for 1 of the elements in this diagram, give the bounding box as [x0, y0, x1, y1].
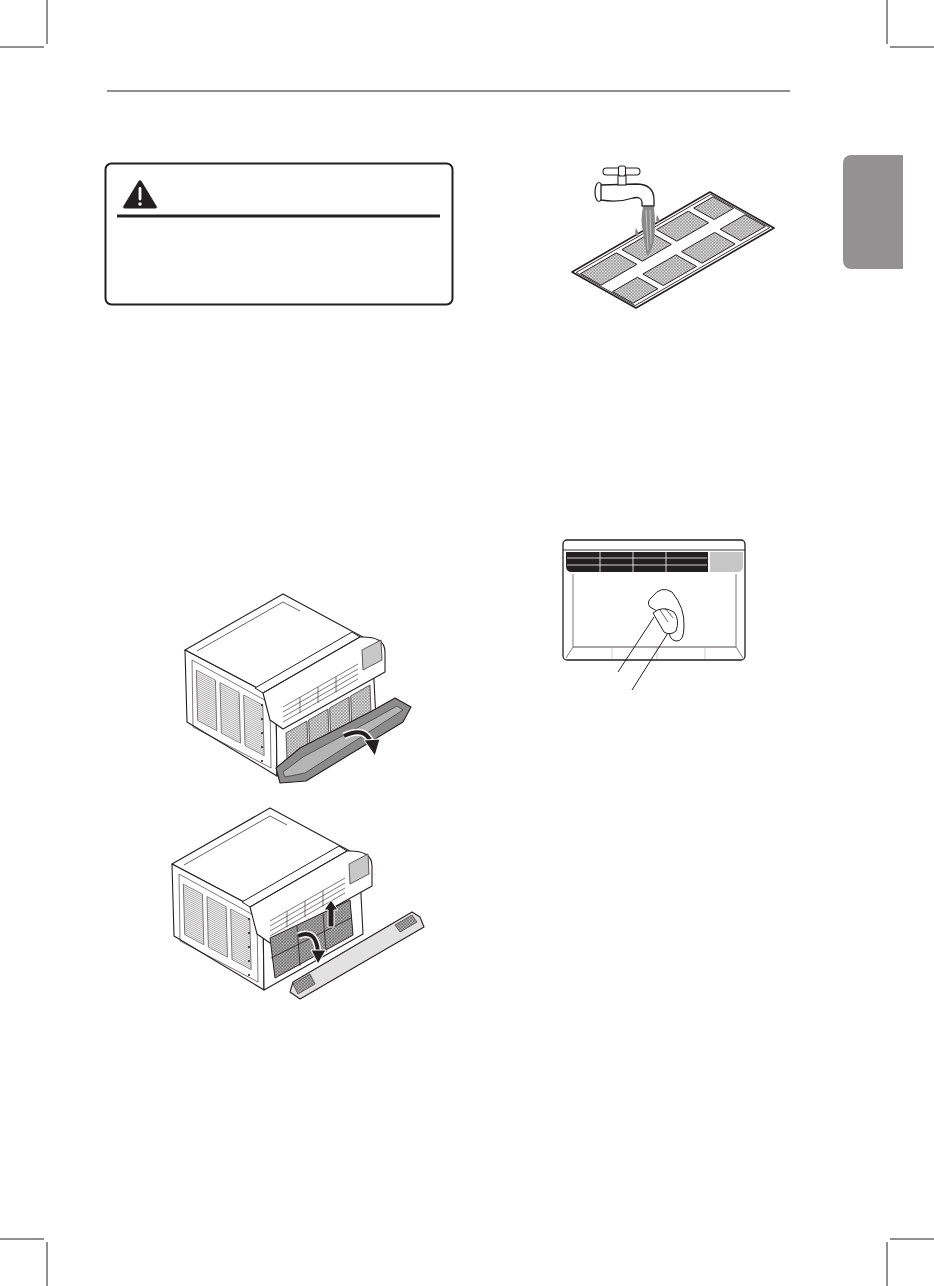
side-tab [843, 155, 903, 269]
